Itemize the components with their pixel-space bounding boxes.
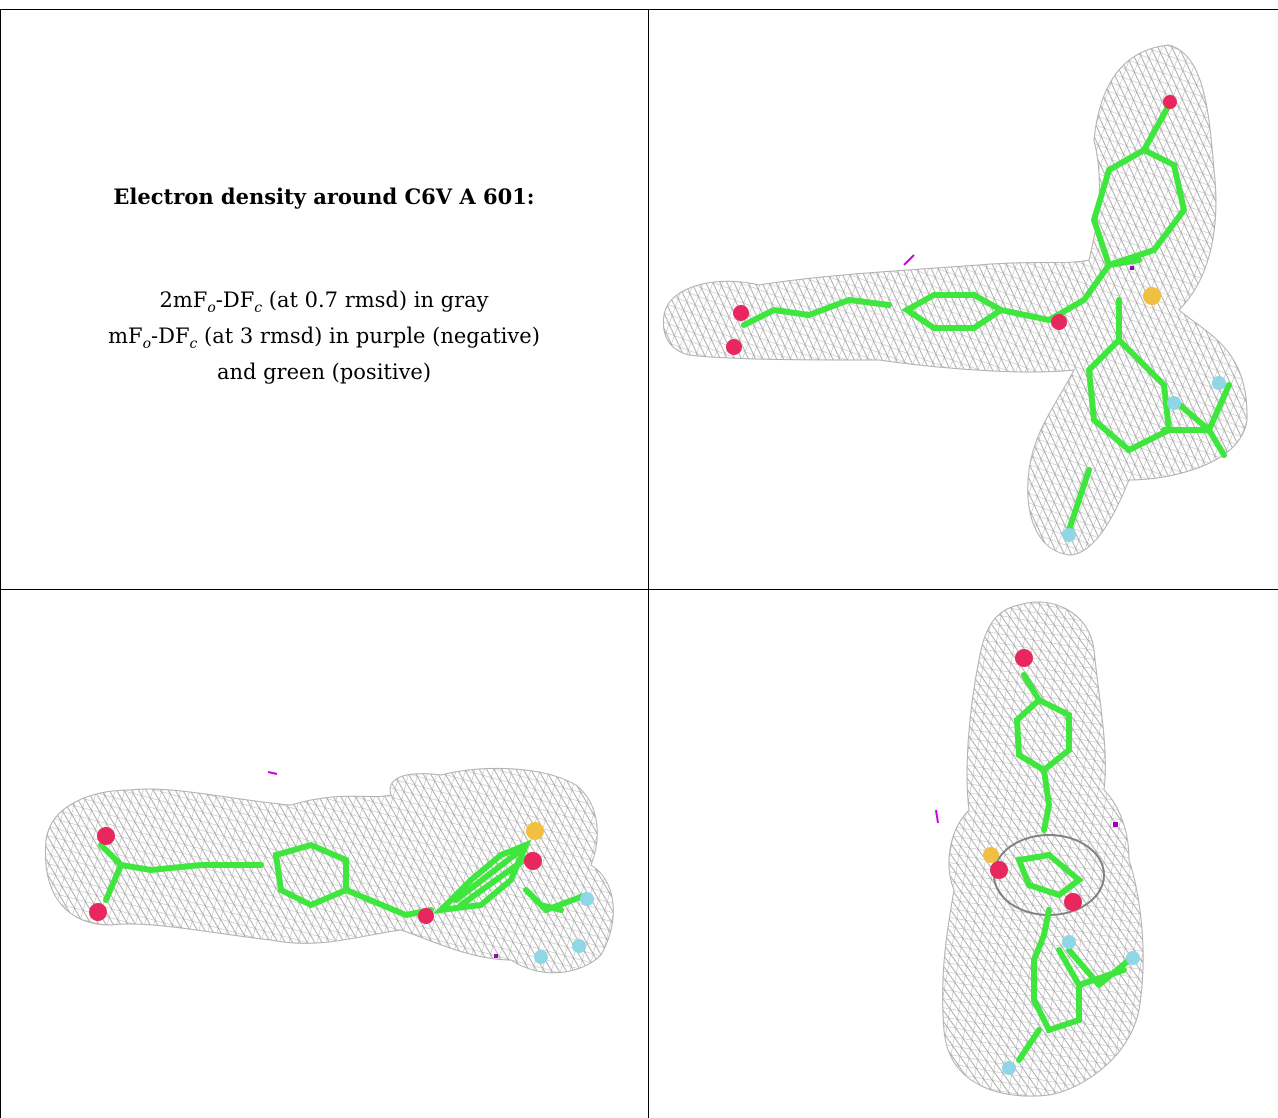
oxygen-atom: [1163, 95, 1177, 109]
ligand-density-view-1-icon: [662, 44, 1248, 556]
fluorine-atom: [1062, 528, 1076, 542]
oxygen-atom: [97, 827, 115, 845]
density-panel-top-right: [649, 10, 1278, 589]
oxygen-atom: [89, 903, 107, 921]
fluorine-atom: [1167, 396, 1181, 410]
oxygen-atom: [524, 852, 542, 870]
caption-cell: Electron density around C6V A 601: 2mFo-…: [0, 10, 648, 589]
fluorine-atom: [534, 950, 548, 964]
ligand-density-view-3-icon: [935, 601, 1144, 1097]
difference-density-speck: [1130, 266, 1134, 270]
difference-density-speck: [494, 954, 498, 958]
oxygen-atom: [726, 339, 742, 355]
density-panel-bottom-left: [1, 590, 648, 1118]
caption-title: Electron density around C6V A 601:: [113, 184, 535, 209]
difference-density-speck: [935, 809, 939, 824]
electron-density-mesh: [44, 767, 614, 974]
ligand-skeleton: [1013, 672, 1132, 1063]
ligand-density-view-2-icon: [44, 767, 614, 974]
difference-density-speck: [267, 771, 278, 775]
oxygen-atom: [1015, 649, 1033, 667]
fluorine-atom: [572, 939, 586, 953]
caption-line-1: 2mFo-DFc (at 0.7 rmsd) in gray: [159, 288, 489, 317]
difference-density-speck: [1113, 822, 1118, 827]
caption-line-3: and green (positive): [216, 360, 432, 384]
caption-line-2: mFo-DFc (at 3 rmsd) in purple (negative): [108, 324, 540, 353]
ligand-skeleton: [741, 102, 1232, 533]
difference-density-speck: [903, 254, 915, 266]
table-border-top: [0, 9, 1278, 10]
sulfur-atom: [1143, 287, 1161, 305]
oxygen-atom: [733, 305, 749, 321]
table-border-row-divider: [0, 589, 1278, 590]
electron-density-mesh: [942, 601, 1144, 1097]
density-panel-bottom-right: [649, 590, 1278, 1118]
oxygen-atom: [990, 861, 1008, 879]
fluorine-atom: [1126, 951, 1140, 965]
fluorine-atom: [1002, 1061, 1016, 1075]
oxygen-atom: [1051, 314, 1067, 330]
fluorine-atom: [580, 892, 594, 906]
sulfur-atom: [983, 847, 999, 863]
table-border-left: [0, 9, 1, 1118]
sulfur-atom: [526, 822, 544, 840]
fluorine-atom: [1062, 935, 1076, 949]
oxygen-atom: [1064, 893, 1082, 911]
oxygen-atom: [418, 908, 434, 924]
table-border-middle: [648, 9, 649, 1118]
fluorine-atom: [1212, 376, 1226, 390]
